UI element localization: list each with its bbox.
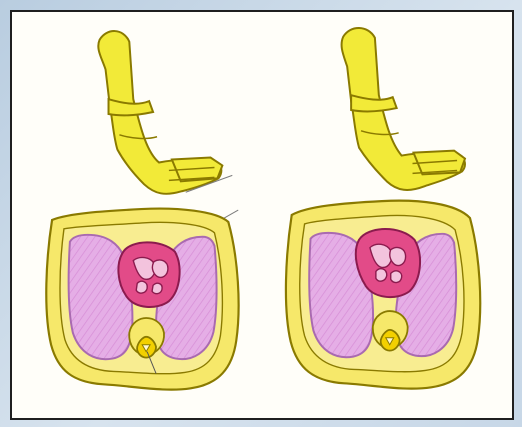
right-panel-group <box>286 28 480 389</box>
compression-cross-sections <box>12 12 512 418</box>
illustration-frame <box>10 10 514 420</box>
left-torso-section <box>46 209 238 390</box>
right-hand-icon <box>342 28 465 190</box>
right-torso-section <box>286 201 480 389</box>
left-panel-group <box>46 31 238 390</box>
left-hand-icon <box>98 31 238 227</box>
